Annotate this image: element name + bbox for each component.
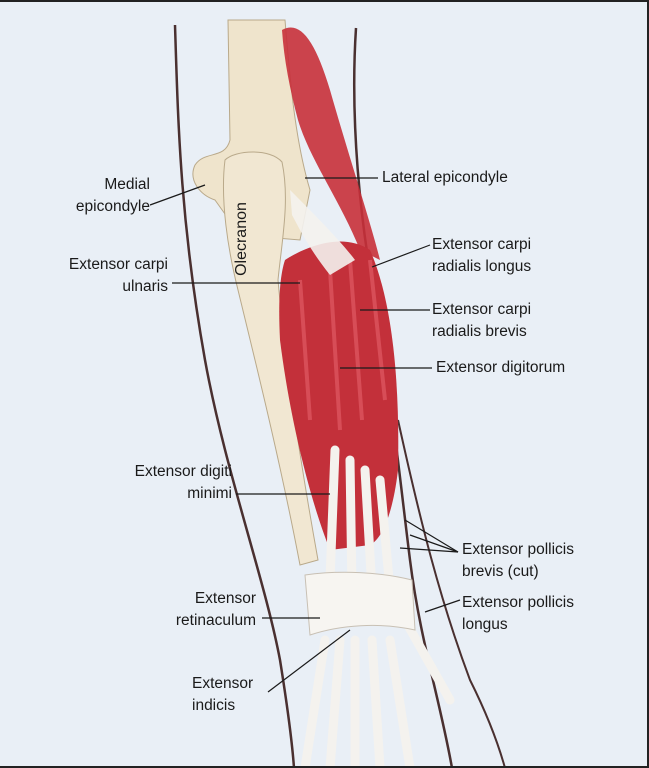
brachioradialis-muscle: [282, 27, 380, 260]
label-extensor-indicis: Extensor indicis: [192, 673, 253, 717]
label-line: Extensor carpi: [432, 301, 532, 318]
label-line: indicis: [192, 697, 236, 714]
label-extensor-carpi-ulnaris: Extensor carpi ulnaris: [40, 254, 168, 298]
common-extensor-tendon: [290, 190, 355, 275]
label-medial-epicondyle: Medial epicondyle: [40, 174, 150, 218]
label-extensor-pollicis-longus: Extensor pollicis longus: [462, 592, 574, 636]
label-extensor-digitorum: Extensor digitorum: [436, 359, 566, 376]
label-line: Extensor: [194, 590, 256, 607]
ulna-bone: [223, 151, 319, 566]
muscle-highlights: [298, 259, 387, 431]
label-lateral-epicondyle: Lateral epicondyle: [382, 169, 508, 186]
label-line: epicondyle: [75, 198, 150, 215]
label-line: longus: [462, 616, 508, 633]
label-extensor-carpi-radialis-longus: Extensor carpi radialis longus: [432, 234, 531, 278]
label-line: Extensor pollicis: [462, 594, 574, 611]
label-olecranon: Olecranon: [232, 202, 250, 276]
label-extensor-pollicis-brevis: Extensor pollicis brevis (cut): [462, 539, 574, 583]
skin-outline-left: [173, 24, 296, 768]
label-line: Extensor pollicis: [462, 541, 574, 558]
label-line: Extensor digiti: [134, 463, 232, 480]
label-line: radialis longus: [432, 258, 532, 275]
label-line: Extensor carpi: [68, 256, 168, 273]
label-line: minimi: [187, 485, 232, 502]
label-extensor-digiti-minimi: Extensor digiti minimi: [80, 461, 232, 505]
extensor-retinaculum: [304, 571, 416, 636]
label-extensor-carpi-radialis-brevis: Extensor carpi radialis brevis: [432, 299, 531, 343]
label-line: ulnaris: [122, 278, 168, 295]
tendons: [300, 445, 455, 768]
label-line: radialis brevis: [432, 323, 527, 340]
leader-lines: [149, 177, 461, 693]
label-line: Medial: [104, 176, 150, 193]
label-line: retinaculum: [175, 612, 256, 629]
label-line: Extensor: [192, 675, 254, 692]
label-line: brevis (cut): [462, 563, 539, 580]
skin-outline-thumb: [397, 419, 506, 768]
label-extensor-retinaculum: Extensor retinaculum: [150, 588, 256, 632]
label-line: Extensor carpi: [432, 236, 532, 253]
